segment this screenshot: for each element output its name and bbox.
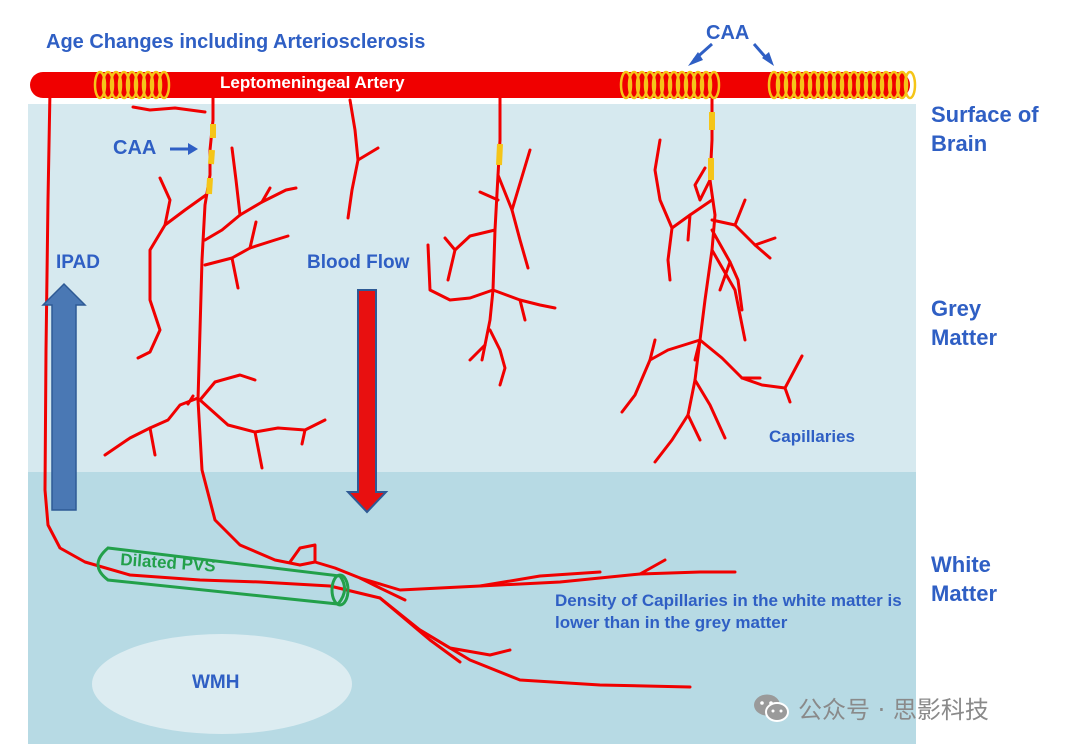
white-line-2: Matter — [931, 581, 998, 606]
caa-coil — [887, 70, 901, 100]
caa-coil — [775, 70, 789, 100]
caa-coil — [871, 70, 885, 100]
caa-coil — [863, 70, 877, 100]
watermark-text: 公众号 · 思影科技 — [798, 696, 989, 724]
caa-coil — [125, 70, 139, 100]
surface-of-brain-label: Surface of Brain — [931, 100, 1039, 158]
caa-segments — [93, 70, 917, 100]
surface-line-2: Brain — [931, 131, 988, 156]
caa-coil — [93, 70, 107, 100]
wechat-icon — [754, 694, 789, 722]
caa-left-label: CAA — [113, 137, 157, 159]
caa-coil — [799, 70, 813, 100]
capillary-network — [43, 88, 804, 689]
caa-coil — [855, 70, 869, 100]
caa-coil — [895, 70, 909, 100]
caa-coil — [619, 70, 633, 100]
caa-coil — [903, 70, 917, 100]
leptomeningeal-artery — [30, 72, 910, 98]
caa-coil — [643, 70, 657, 100]
caa-coil — [659, 70, 673, 100]
wmh-ellipse — [92, 634, 352, 734]
caa-coil — [767, 70, 781, 100]
white-matter-label: White Matter — [931, 550, 997, 608]
caa-coil — [783, 70, 797, 100]
blood-flow-arrow — [345, 289, 389, 514]
grey-line-1: Grey — [931, 296, 982, 321]
caa-coil — [791, 70, 805, 100]
caa-coil — [101, 70, 115, 100]
caa-coil — [635, 70, 649, 100]
caa-coil — [683, 70, 697, 100]
caa-coil — [879, 70, 893, 100]
caa-coil — [667, 70, 681, 100]
white-line-1: White — [931, 552, 991, 577]
caa-coil — [157, 70, 171, 100]
caa-coil — [823, 70, 837, 100]
caa-coil — [149, 70, 163, 100]
watermark: 公众号 · 思影科技 — [752, 690, 989, 725]
caa-coil — [807, 70, 821, 100]
caa-coil — [707, 70, 721, 100]
caa-coil — [627, 70, 641, 100]
caa-coil — [699, 70, 713, 100]
caa-vessel-marks — [206, 112, 715, 195]
grey-matter-region — [28, 104, 916, 472]
grey-matter-label: Grey Matter — [931, 294, 997, 352]
grey-line-2: Matter — [931, 325, 998, 350]
caa-pointer-arrows — [170, 42, 774, 155]
diagram-title: Age Changes including Arteriosclerosis — [46, 31, 426, 53]
caa-coil — [847, 70, 861, 100]
caa-coil — [831, 70, 845, 100]
caa-coil — [133, 70, 147, 100]
artery-label: Leptomeningeal Artery — [220, 73, 405, 92]
surface-line-1: Surface of — [931, 102, 1039, 127]
caa-coil — [651, 70, 665, 100]
density-note: Density of Capillaries in the white matt… — [555, 591, 902, 632]
ipad-arrow — [41, 282, 87, 511]
blood-flow-label: Blood Flow — [307, 252, 410, 273]
wmh-label: WMH — [192, 672, 240, 693]
caa-coil — [117, 70, 131, 100]
caa-coil — [815, 70, 829, 100]
caa-coil — [675, 70, 689, 100]
ipad-label: IPAD — [56, 252, 100, 273]
capillaries-label: Capillaries — [769, 427, 855, 446]
caa-coil — [839, 70, 853, 100]
caa-top-label: CAA — [706, 22, 750, 44]
caa-coil — [141, 70, 155, 100]
caa-coil — [109, 70, 123, 100]
caa-coil — [691, 70, 705, 100]
dilated-pvs-tube — [96, 546, 350, 607]
